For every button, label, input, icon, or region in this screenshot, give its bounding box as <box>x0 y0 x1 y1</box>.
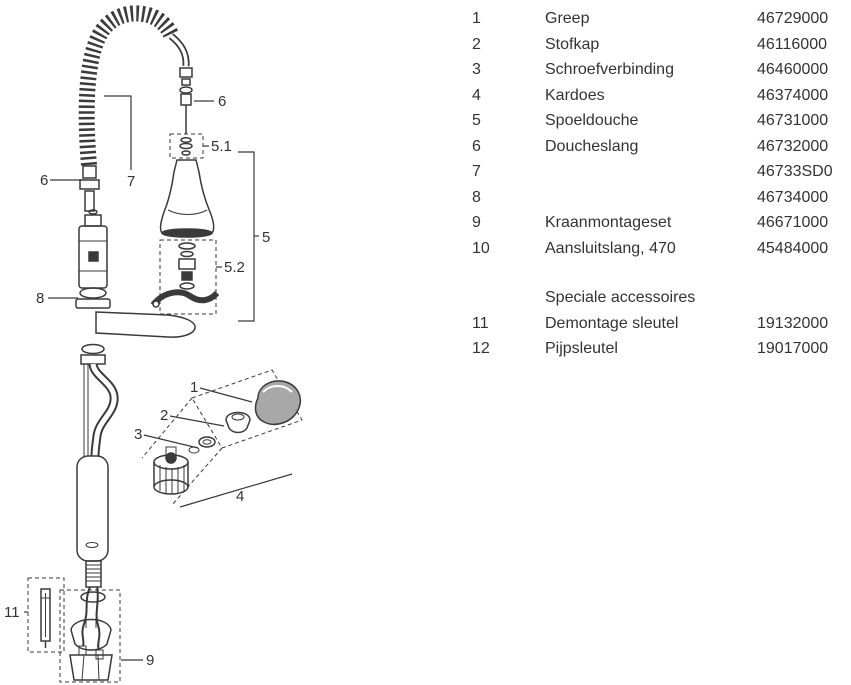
part-code: 46732000 <box>757 137 829 155</box>
part-code: 46460000 <box>757 61 829 78</box>
threaded-shank <box>85 560 102 588</box>
dashed-box-5-2 <box>159 239 217 315</box>
part-code: 46671000 <box>757 214 829 231</box>
mounting-bracket <box>150 289 220 307</box>
part-name: Spoeldouche <box>545 112 639 129</box>
callout-4: 4 <box>236 488 244 505</box>
part-name: Kraanmontageset <box>545 214 672 231</box>
spiral-spring <box>78 5 180 166</box>
spray-connector <box>179 67 193 134</box>
faucet-exploded-diagram: 6 5.1 5 5.2 6 7 8 1 2 3 4 11 9 <box>4 5 303 683</box>
callout-9: 9 <box>146 652 154 669</box>
part-name: Kardoes <box>545 86 605 104</box>
parts-row: 6 Doucheslang 46732000 <box>472 134 851 160</box>
callout-5-2: 5.2 <box>224 259 245 276</box>
callout-1: 1 <box>190 379 198 396</box>
faucet-body <box>75 209 196 562</box>
part-code: 46734000 <box>757 188 829 206</box>
parts-row: 2 Stofkap 46116000 <box>472 32 851 58</box>
leader-lines <box>24 95 253 661</box>
part-number: 2 <box>472 35 481 53</box>
part-number: 1 <box>472 10 481 27</box>
parts-row: 5 Spoeldouche 46731000 <box>472 108 851 134</box>
dashed-box-11 <box>27 577 65 653</box>
dust-cap <box>225 411 251 434</box>
o-ring-lower <box>81 343 105 355</box>
part-number: 10 <box>472 239 490 257</box>
parts-row: 3 Schroefverbinding 46460000 <box>472 57 851 83</box>
part-number: 9 <box>472 214 481 231</box>
parts-row: 8 46734000 <box>472 185 851 211</box>
dashed-box-9 <box>59 589 121 683</box>
cartridge <box>153 446 189 495</box>
escutcheon <box>75 298 111 309</box>
spray-head <box>159 159 215 238</box>
callout-labels: 6 5.1 5 5.2 6 7 8 1 2 3 4 11 9 <box>4 93 270 669</box>
spray-upper-rings <box>179 137 193 156</box>
faucet-line-art <box>27 5 303 683</box>
parts-row: 1 Greep 46729000 <box>472 6 851 32</box>
accessory-row: 12 Pijpsleutel 19017000 <box>472 336 851 362</box>
callout-6-coil: 6 <box>40 172 48 189</box>
parts-list: 1 Greep 46729000 2 Stofkap 46116000 3 Sc… <box>472 6 851 362</box>
part-number: 4 <box>472 86 481 104</box>
part-code: 19017000 <box>757 340 829 357</box>
part-name: Pijpsleutel <box>545 340 618 357</box>
list-spacer <box>472 261 851 285</box>
callout-5-1: 5.1 <box>211 138 232 155</box>
part-number: 5 <box>472 112 481 129</box>
callout-11: 11 <box>4 604 20 621</box>
part-number: 12 <box>472 340 490 357</box>
screw-connection-ring <box>198 436 216 448</box>
clamp <box>70 618 112 651</box>
accessories-header: Speciale accessoires <box>545 289 696 306</box>
parts-row: 7 46733SD0 <box>472 159 851 185</box>
part-code: 46729000 <box>757 10 829 27</box>
handle-group <box>141 369 303 508</box>
parts-row: 9 Kraanmontageset 46671000 <box>472 210 851 236</box>
part-name <box>545 159 757 185</box>
spray-lower-parts <box>150 242 220 308</box>
bracket-5 <box>238 151 259 322</box>
part-name: Doucheslang <box>545 137 639 155</box>
callout-7: 7 <box>127 173 135 190</box>
part-name: Stofkap <box>545 35 600 53</box>
mounting-set <box>69 591 113 681</box>
part-name: Aansluitslang, 470 <box>545 239 676 257</box>
callout-6-hose-top: 6 <box>218 93 226 110</box>
part-number: 6 <box>472 137 481 155</box>
callout-2: 2 <box>160 407 168 424</box>
handle <box>254 380 302 426</box>
spout <box>95 311 196 338</box>
part-code: 46733SD0 <box>757 163 833 180</box>
part-number: 3 <box>472 61 481 78</box>
part-name <box>545 185 757 211</box>
mounting-nut <box>69 654 113 681</box>
part-code: 19132000 <box>757 314 829 332</box>
part-code: 46374000 <box>757 86 829 104</box>
part-code: 46731000 <box>757 112 829 129</box>
parts-row: 4 Kardoes 46374000 <box>472 83 851 109</box>
part-code: 46116000 <box>757 35 827 53</box>
accessory-row: 11 Demontage sleutel 19132000 <box>472 311 851 337</box>
part-number: 8 <box>472 188 481 206</box>
parts-row: 10 Aansluitslang, 470 45484000 <box>472 236 851 262</box>
o-ring-upper <box>79 287 107 299</box>
callout-5: 5 <box>262 229 270 246</box>
callout-3: 3 <box>134 426 142 443</box>
part-name: Demontage sleutel <box>545 314 679 332</box>
part-name: Greep <box>545 10 590 27</box>
part-code: 45484000 <box>757 239 829 257</box>
part-number: 11 <box>472 314 489 332</box>
hose-nut <box>79 165 100 212</box>
part-number: 7 <box>472 163 481 180</box>
part-name: Schroefverbinding <box>545 61 674 78</box>
removal-tool <box>40 588 51 648</box>
callout-8: 8 <box>36 290 44 307</box>
